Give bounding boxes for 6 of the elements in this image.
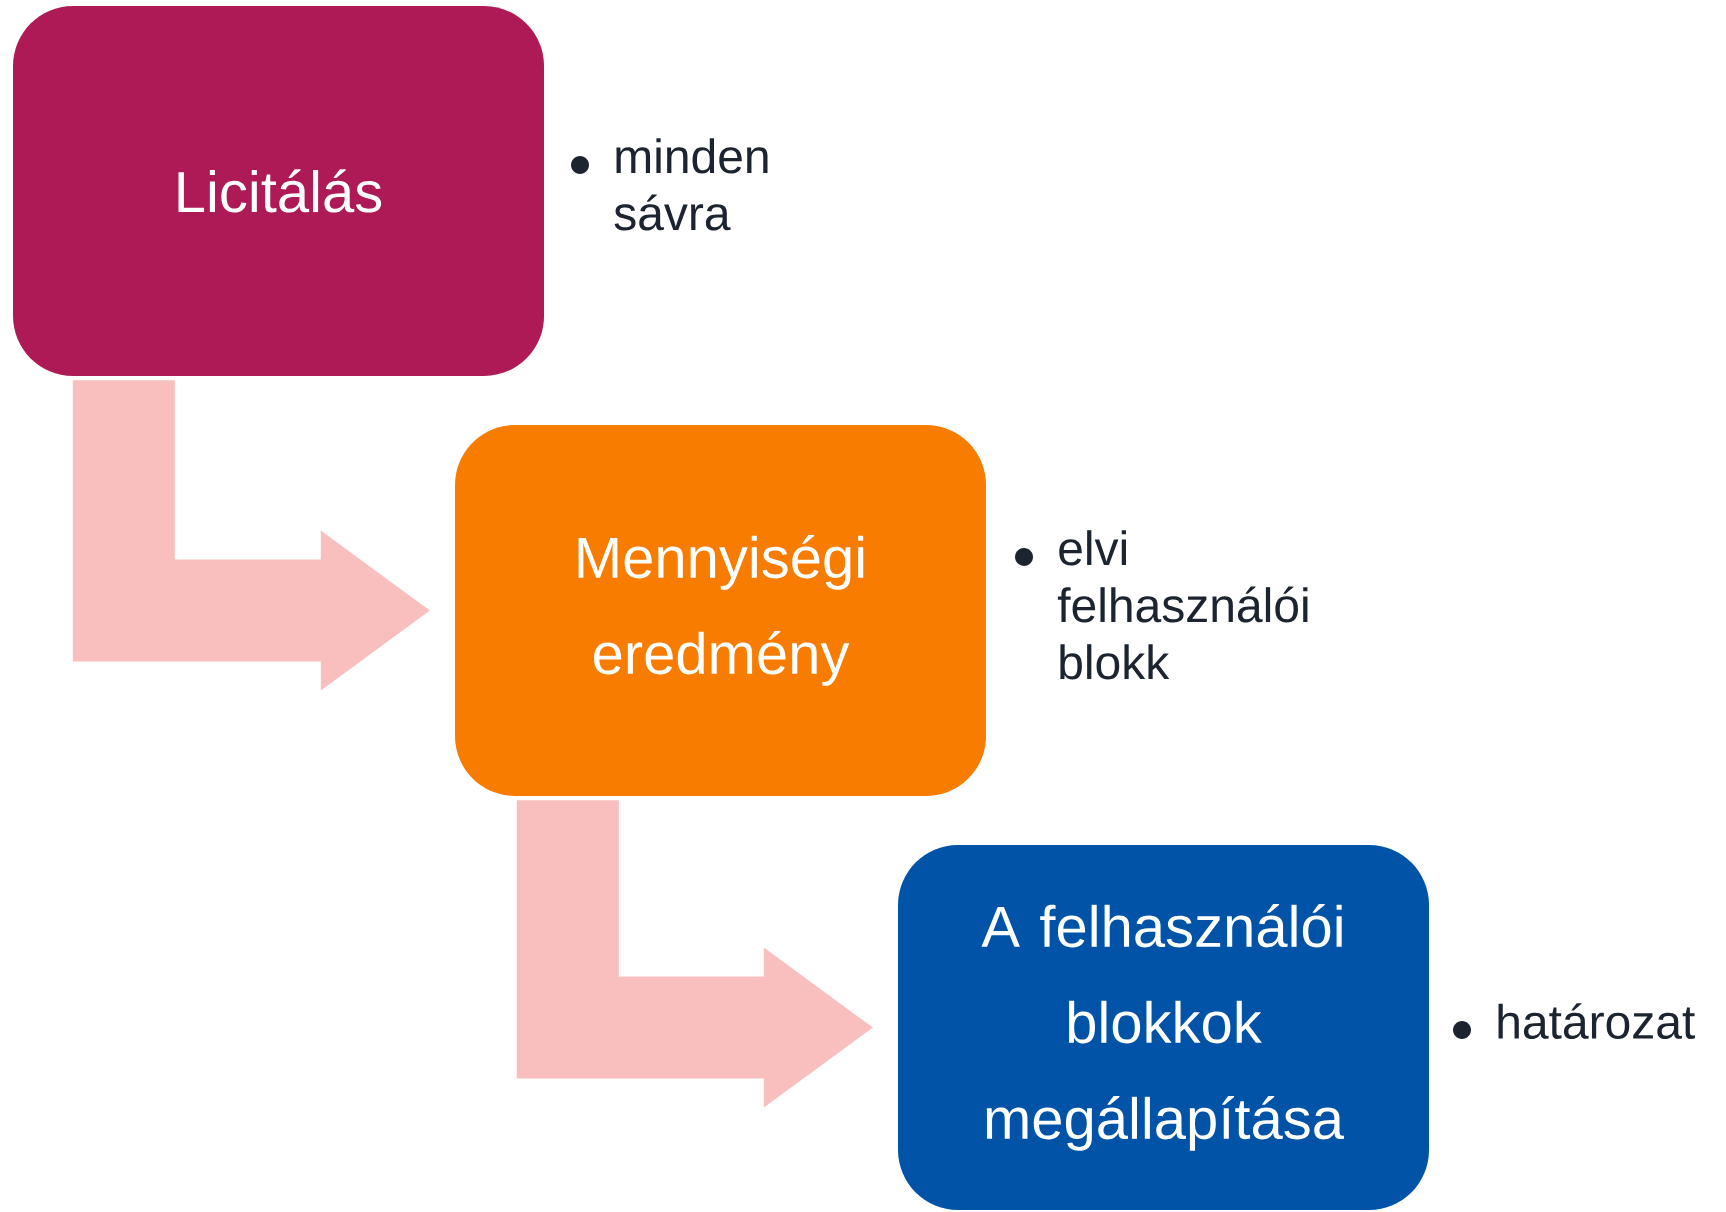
process-box: Mennyiségi eredmény [455,425,986,796]
process-box: A felhasználói blokkok megállapítása [898,845,1429,1210]
bullet-text: minden sávra [614,138,768,231]
bullet-text: elvi felhasználói blokk [1057,530,1308,680]
process-box: Licitálás [13,6,544,376]
bullet-text: határozat [1498,1003,1695,1039]
